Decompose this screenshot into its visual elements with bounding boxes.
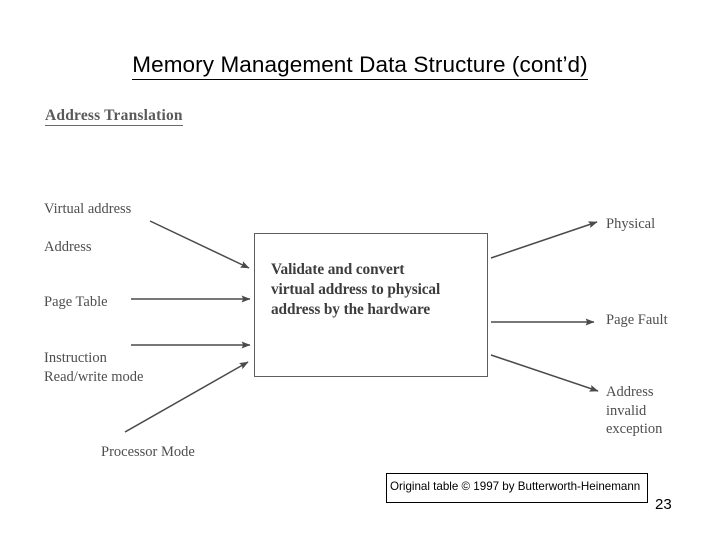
arrow-physical [490, 221, 598, 259]
input-label-virtual-address: Virtual address [44, 201, 132, 217]
input-label-page-table: Page Table [44, 294, 108, 310]
output-label-page-fault: Page Fault [606, 312, 668, 328]
process-box: Validate and convert virtual address to … [254, 233, 488, 377]
figure-heading: Address Translation [45, 107, 183, 126]
input-label-instruction-line2: Read/write mode [44, 368, 144, 385]
process-box-line3: address by the hardware [271, 301, 431, 318]
output-label-exception-line1: Address [606, 384, 654, 400]
input-label-instruction: Instruction Read/write mode [44, 349, 143, 386]
figure-heading-text: Address Translation [45, 107, 183, 126]
page-number: 23 [655, 496, 672, 513]
caption-text: Original table © 1997 by Butterworth-Hei… [390, 480, 641, 493]
output-label-physical: Physical [606, 216, 656, 232]
page-title-text: Memory Management Data Structure (cont’d… [132, 52, 588, 80]
process-box-text: Validate and convert virtual address to … [271, 260, 477, 320]
process-box-line2: virtual address to physical [271, 281, 441, 298]
arrow-address-invalid-exception [490, 354, 599, 392]
page-title: Memory Management Data Structure (cont’d… [0, 52, 720, 80]
arrow-virtual-address [149, 220, 250, 269]
input-label-address: Address [44, 239, 92, 255]
input-label-instruction-line1: Instruction [44, 350, 107, 366]
output-label-address-invalid-exception: Address invalid exception [606, 383, 662, 439]
input-label-processor-mode: Processor Mode [101, 444, 195, 460]
output-label-exception-line2: invalid [606, 402, 647, 419]
caption-box: Original table © 1997 by Butterworth-Hei… [386, 473, 648, 503]
process-box-line1: Validate and convert [271, 261, 405, 278]
output-label-exception-line3: exception [606, 421, 663, 437]
